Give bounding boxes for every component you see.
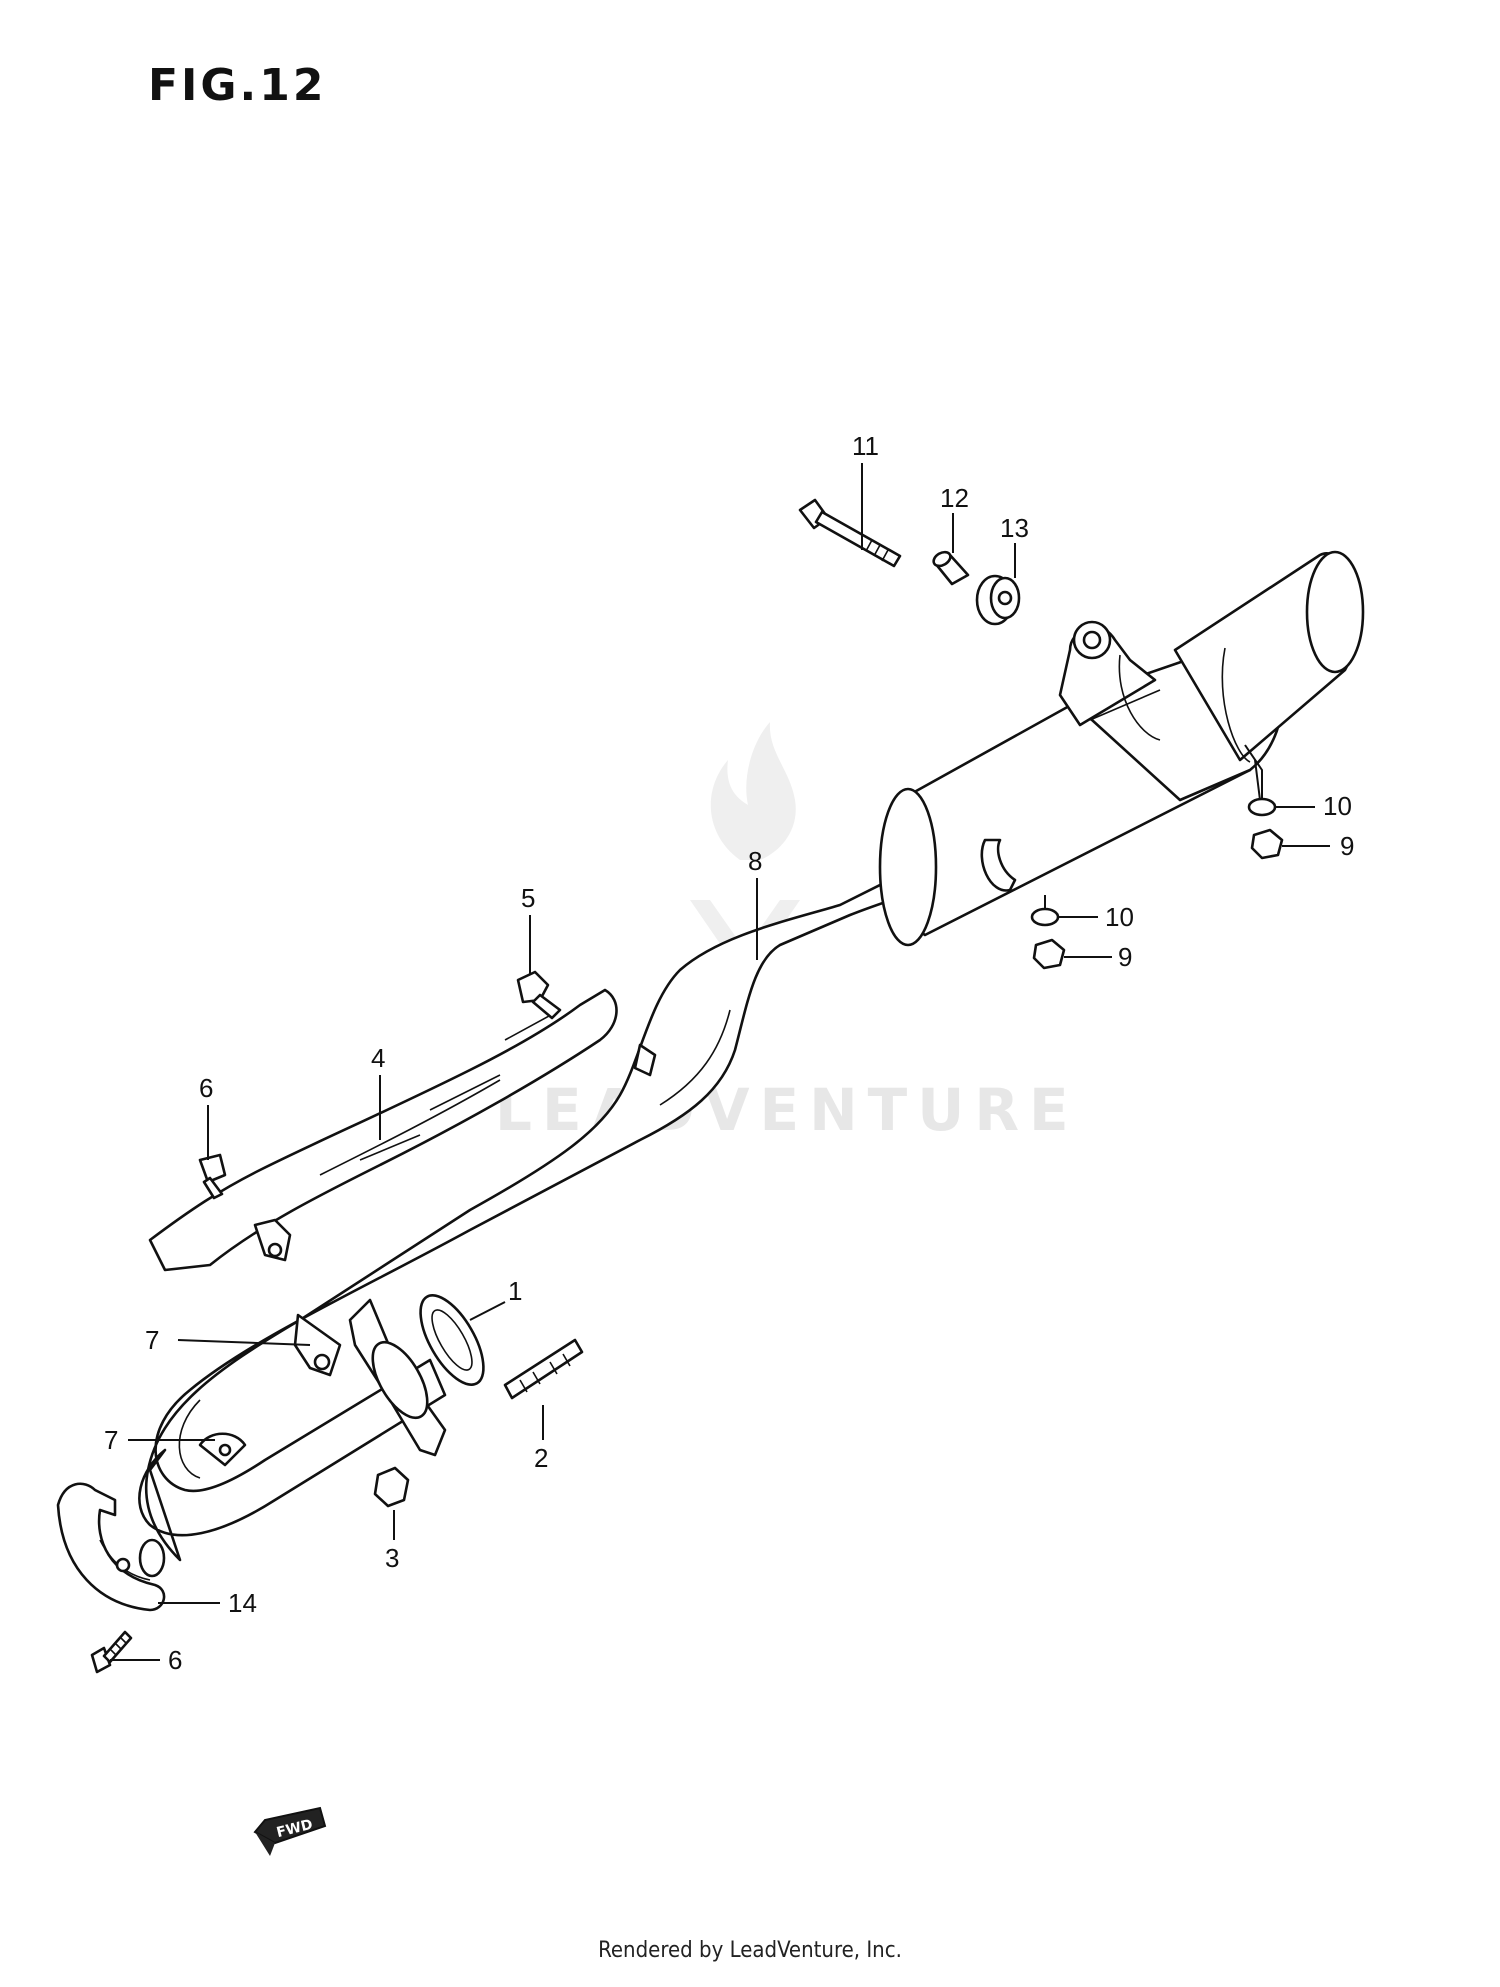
- bolt-shield[interactable]: [198, 1153, 227, 1200]
- washer-right[interactable]: [1247, 797, 1277, 817]
- clamp-upper[interactable]: [293, 1313, 342, 1377]
- callout-1: 1: [508, 1276, 522, 1306]
- nut-right[interactable]: [1250, 828, 1284, 860]
- washer-lower[interactable]: [1030, 907, 1060, 927]
- callout-10-lower: 10: [1105, 902, 1134, 932]
- callout-4: 4: [371, 1043, 385, 1073]
- figure-title: FIG.12: [148, 60, 327, 111]
- stud-bolt[interactable]: [503, 1338, 584, 1400]
- nut-lower[interactable]: [1032, 938, 1066, 970]
- heat-protector[interactable]: [148, 988, 657, 1272]
- end-guard[interactable]: [56, 1482, 166, 1612]
- exhaust-pipe[interactable]: [138, 833, 1002, 1578]
- callout-labels: 11 12 13 10 9 10 9 8 5 4 6 1 7 7 2 3 14 …: [104, 431, 1354, 1675]
- leader-lines: [110, 463, 1330, 1661]
- clamp-lower[interactable]: [198, 1432, 247, 1467]
- watermark-text: LEADVENTURE: [495, 1076, 1079, 1144]
- callout-6-upper: 6: [199, 1073, 213, 1103]
- callout-13: 13: [1000, 513, 1029, 543]
- callout-7-upper: 7: [145, 1325, 159, 1355]
- callout-14: 14: [228, 1588, 257, 1618]
- exhaust-flange[interactable]: [348, 1298, 447, 1457]
- callout-10-right: 10: [1323, 791, 1352, 821]
- grommet[interactable]: [975, 574, 1021, 626]
- forward-direction-badge: FWD: [253, 1806, 327, 1856]
- gasket[interactable]: [408, 1286, 496, 1395]
- footer-credit: Rendered by LeadVenture, Inc.: [598, 1938, 902, 1963]
- callout-2: 2: [534, 1443, 548, 1473]
- callout-5: 5: [521, 883, 535, 913]
- mounting-bolt[interactable]: [798, 498, 902, 568]
- muffler[interactable]: [878, 550, 1365, 947]
- collar[interactable]: [931, 549, 970, 586]
- callout-3: 3: [385, 1543, 399, 1573]
- callout-6-lower: 6: [168, 1645, 182, 1675]
- callout-12: 12: [940, 483, 969, 513]
- callout-11: 11: [852, 431, 879, 461]
- bolt-upper[interactable]: [516, 970, 562, 1020]
- callout-9-right: 9: [1340, 831, 1354, 861]
- callout-7-lower: 7: [104, 1425, 118, 1455]
- callout-9-lower: 9: [1118, 942, 1132, 972]
- flange-nut[interactable]: [373, 1466, 410, 1508]
- callout-8: 8: [748, 846, 762, 876]
- screw-lower[interactable]: [90, 1630, 133, 1674]
